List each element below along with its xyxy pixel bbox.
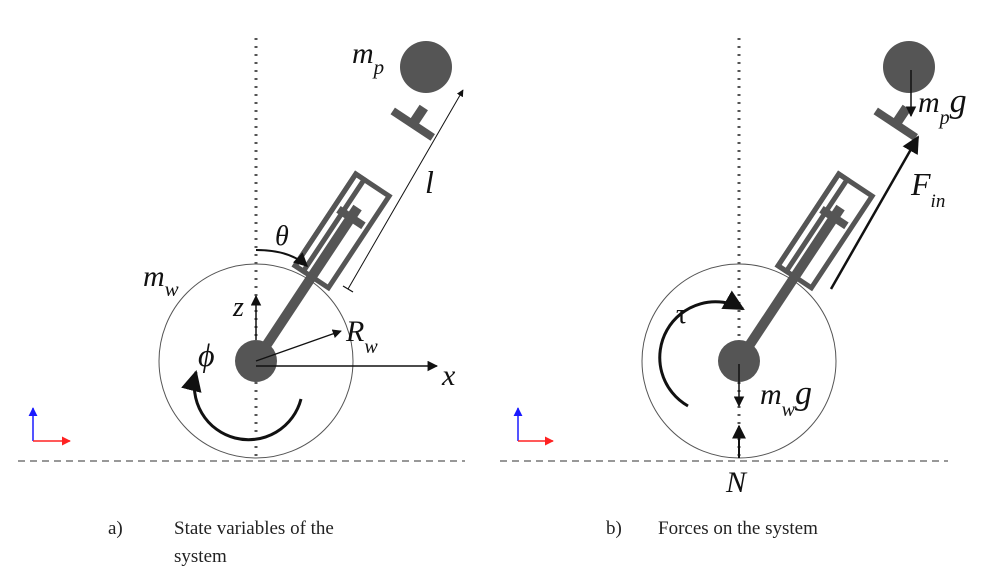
label-rw: Rw xyxy=(345,315,378,358)
length-end-tick xyxy=(342,285,354,293)
label-mpg: mpg xyxy=(918,83,967,129)
caption-line2-a: system xyxy=(174,546,227,567)
torque-arc xyxy=(658,290,745,408)
label-mp: mp xyxy=(352,37,384,79)
pendulum-b xyxy=(734,104,918,364)
wheel-a xyxy=(158,263,354,459)
label-n: N xyxy=(725,466,748,499)
pendulum-mass-a xyxy=(400,41,452,93)
theta-arc xyxy=(255,249,309,267)
caption-line1-b: Forces on the system xyxy=(658,518,818,539)
panel-a: mp l θ mw z x Rw ϕ a) State variables of… xyxy=(18,37,465,567)
label-z: z xyxy=(232,292,244,323)
label-mw: mw xyxy=(143,260,179,301)
panel-b: mpg Fin τ mwg N b) Forces on the system xyxy=(500,38,967,539)
wheel-mass-b xyxy=(718,340,760,382)
caption-letter-a: a) xyxy=(108,518,123,539)
length-arrow xyxy=(347,89,464,290)
label-mwg: mwg xyxy=(760,375,812,421)
label-theta: θ xyxy=(275,221,289,252)
label-fin: Fin xyxy=(910,166,945,212)
input-force-arrow xyxy=(829,135,920,290)
label-l: l xyxy=(425,164,434,200)
label-tau: τ xyxy=(676,299,687,330)
pendulum-a xyxy=(251,104,435,364)
label-x: x xyxy=(441,359,456,392)
label-phi: ϕ xyxy=(198,337,215,373)
phi-arc xyxy=(181,369,303,442)
caption-line1-a: State variables of the xyxy=(174,518,334,539)
radius-arrow xyxy=(255,329,342,362)
pendulum-mass-b xyxy=(883,41,935,93)
caption-letter-b: b) xyxy=(606,518,622,539)
